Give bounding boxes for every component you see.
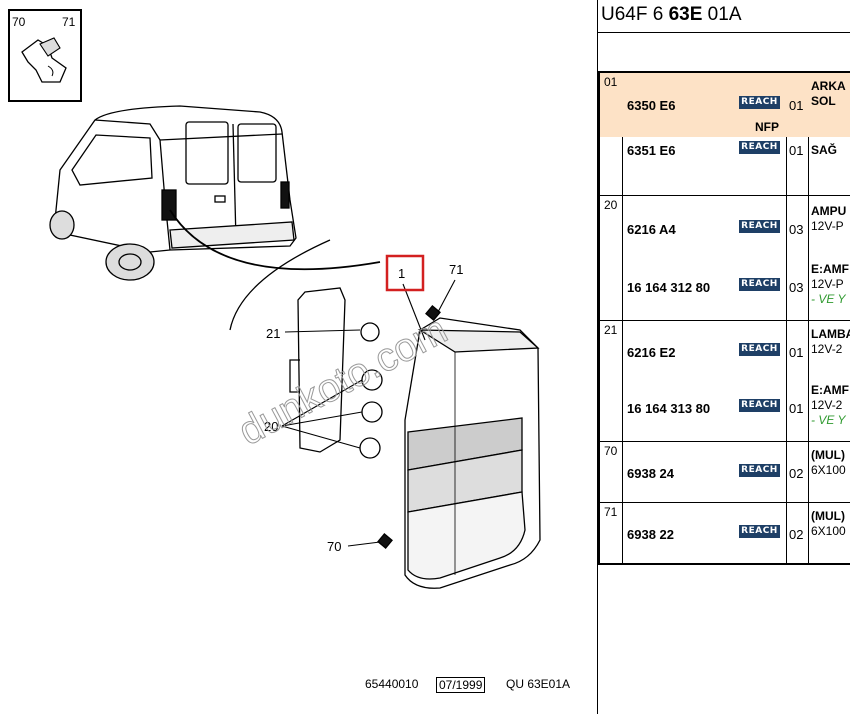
reach-badge: REACH xyxy=(739,464,780,477)
callout-70[interactable]: 70 xyxy=(327,539,341,554)
catalog-code: U64F 6 63E 01A xyxy=(601,4,742,25)
reach-badge: REACH xyxy=(739,399,780,412)
footer-date: 07/1999 xyxy=(436,677,486,693)
callout-20[interactable]: 20 xyxy=(264,419,278,434)
footer-ref: 65440010 xyxy=(365,677,419,691)
detail-arc xyxy=(169,209,381,271)
inset-clip-illustration xyxy=(8,9,82,102)
callout-71-inset: 71 xyxy=(62,15,76,29)
reach-badge: REACH xyxy=(739,278,780,291)
group-number: 20 xyxy=(604,198,618,212)
table-row[interactable]: 6938 22 REACH 02 (MUL)6X100 xyxy=(627,509,846,542)
reach-badge: REACH xyxy=(739,96,780,109)
reach-badge: REACH xyxy=(739,141,780,154)
parts-diagram: 70 71 xyxy=(8,9,541,589)
callout-leaders xyxy=(281,279,456,547)
callout-1[interactable]: 1 xyxy=(398,266,405,281)
callout-71[interactable]: 71 xyxy=(449,262,463,277)
group-70: 70 6938 24 REACH 02 (MUL)6X100 xyxy=(600,442,850,503)
reach-badge: REACH xyxy=(739,525,780,538)
van-rear-illustration xyxy=(49,105,297,281)
detail-arc-2 xyxy=(229,239,331,331)
reach-badge: REACH xyxy=(739,343,780,356)
table-row[interactable]: 6938 24 REACH 02 (MUL)6X100 xyxy=(627,448,846,481)
group-number: 01 xyxy=(604,75,618,89)
table-row[interactable]: 6351 E6 REACH 01 SAĞ xyxy=(627,141,838,158)
callout-70-inset: 70 xyxy=(12,15,26,29)
nfp-label: NFP xyxy=(755,120,779,134)
title-rule xyxy=(598,32,850,33)
callout-21[interactable]: 21 xyxy=(266,326,280,341)
reach-badge: REACH xyxy=(739,220,780,233)
footer-code: QU 63E01A xyxy=(506,677,571,691)
group-71: 71 6938 22 REACH 02 (MUL)6X100 xyxy=(600,503,850,563)
group-number: 71 xyxy=(604,505,618,519)
tail-lamp-illustration xyxy=(289,287,541,589)
callout-1-highlight[interactable] xyxy=(385,254,425,292)
group-number: 70 xyxy=(604,444,618,458)
panel-divider xyxy=(597,0,598,714)
group-number: 21 xyxy=(604,323,618,337)
